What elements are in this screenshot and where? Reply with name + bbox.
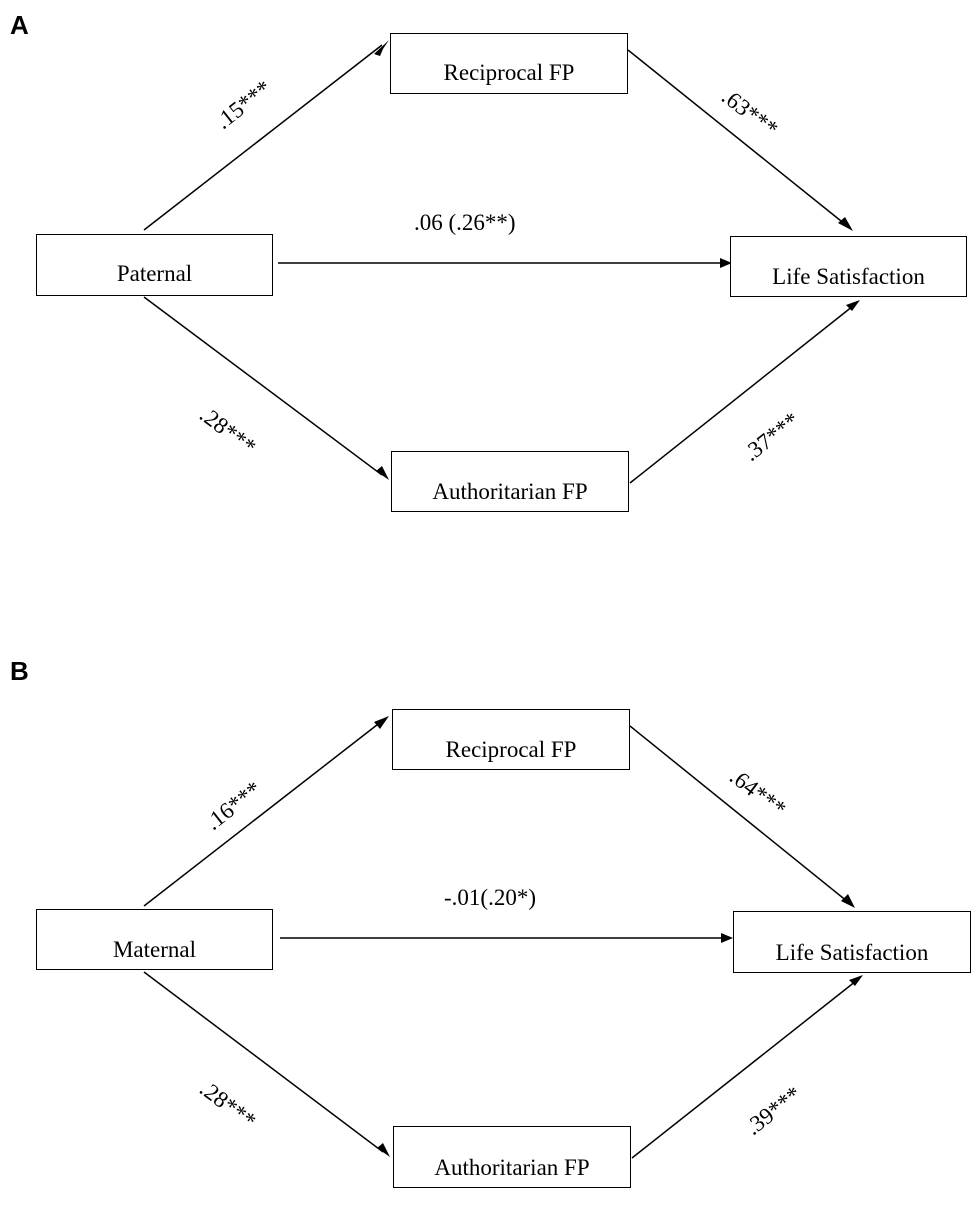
arrowhead bbox=[377, 1143, 390, 1157]
node-predictor: Paternal bbox=[36, 234, 273, 296]
panel-b-arrows bbox=[143, 716, 863, 1159]
panel-b: B Reciprocal FP Maternal Life Satisfacti… bbox=[0, 650, 975, 1192]
arrowhead bbox=[849, 975, 863, 986]
arrow-reciprocal-to-outcome bbox=[629, 725, 849, 903]
arrowhead bbox=[846, 300, 860, 311]
arrow-predictor-to-authoritarian bbox=[143, 296, 383, 476]
arrow-authoritarian-to-outcome bbox=[631, 980, 857, 1159]
arrow-predictor-to-authoritarian bbox=[143, 971, 384, 1153]
panel-a-arrows bbox=[143, 40, 860, 484]
arrow-predictor-to-reciprocal bbox=[143, 44, 383, 231]
node-life-satisfaction: Life Satisfaction bbox=[733, 911, 971, 973]
arrowhead bbox=[720, 258, 732, 268]
node-reciprocal-fp: Reciprocal FP bbox=[392, 709, 630, 770]
node-authoritarian-fp: Authoritarian FP bbox=[391, 451, 629, 512]
node-life-satisfaction: Life Satisfaction bbox=[730, 236, 967, 297]
arrowhead bbox=[841, 894, 855, 908]
arrow-authoritarian-to-outcome bbox=[629, 305, 854, 484]
arrowhead bbox=[838, 217, 853, 231]
arrowhead bbox=[376, 466, 389, 480]
panel-label: B bbox=[10, 656, 29, 686]
panel-label: A bbox=[10, 10, 29, 40]
arrow-predictor-to-reciprocal bbox=[143, 720, 383, 907]
node-authoritarian-fp: Authoritarian FP bbox=[393, 1126, 631, 1188]
arrow-reciprocal-to-outcome bbox=[627, 49, 847, 226]
arrowhead bbox=[374, 716, 389, 729]
node-reciprocal-fp: Reciprocal FP bbox=[390, 33, 628, 94]
coef-direct: .06 (.26**) bbox=[414, 210, 516, 235]
panel-a: A Reciprocal FP Paternal Life Satisfacti… bbox=[0, 0, 975, 560]
node-predictor: Maternal bbox=[36, 909, 273, 970]
arrowhead bbox=[721, 933, 733, 943]
arrowhead bbox=[374, 40, 389, 56]
coef-direct: -.01(.20*) bbox=[444, 885, 536, 910]
